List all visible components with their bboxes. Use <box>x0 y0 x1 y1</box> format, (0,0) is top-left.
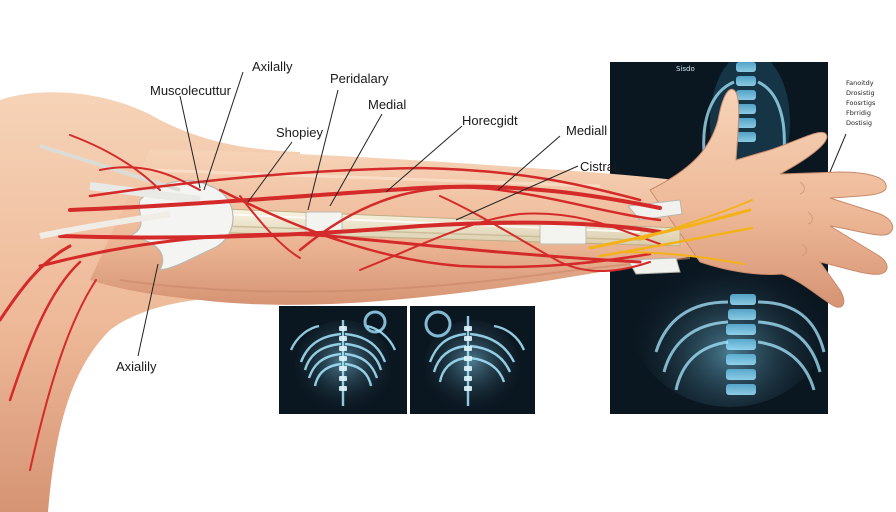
xray-panel-torso-left <box>279 306 407 414</box>
legend-item: Dostisig <box>846 119 873 127</box>
label-shopiey: Shopiey <box>276 125 323 140</box>
legend-item: Drosistig <box>846 89 875 97</box>
legend-item: Foosrtigs <box>846 99 876 107</box>
label-medial-upper: Medial <box>368 97 407 112</box>
label-horecgidt: Horecgidt <box>462 113 518 128</box>
legend-item: Fbrridig <box>846 109 871 117</box>
yellow-nerves <box>588 199 754 265</box>
xray-panel-torso-center <box>410 306 535 414</box>
xray-corner-label: Sisdo <box>676 65 695 73</box>
label-musculocutaneous: Muscolecuttur <box>150 83 231 98</box>
label-axillary-top: Axilally <box>252 59 293 74</box>
leader-lines <box>137 71 847 357</box>
xray-torso-center-image <box>424 310 526 412</box>
xray-torso-left-image <box>289 310 397 412</box>
label-medial-right: Mediall <box>566 123 608 138</box>
hand <box>649 88 894 308</box>
legend-item: Fanoitdy <box>846 79 874 87</box>
arteries <box>0 134 662 471</box>
label-cistral: Cistral <box>580 159 617 174</box>
label-peridalary: Peridalary <box>330 71 389 86</box>
label-axillary-bottom: Axialily <box>116 359 157 374</box>
